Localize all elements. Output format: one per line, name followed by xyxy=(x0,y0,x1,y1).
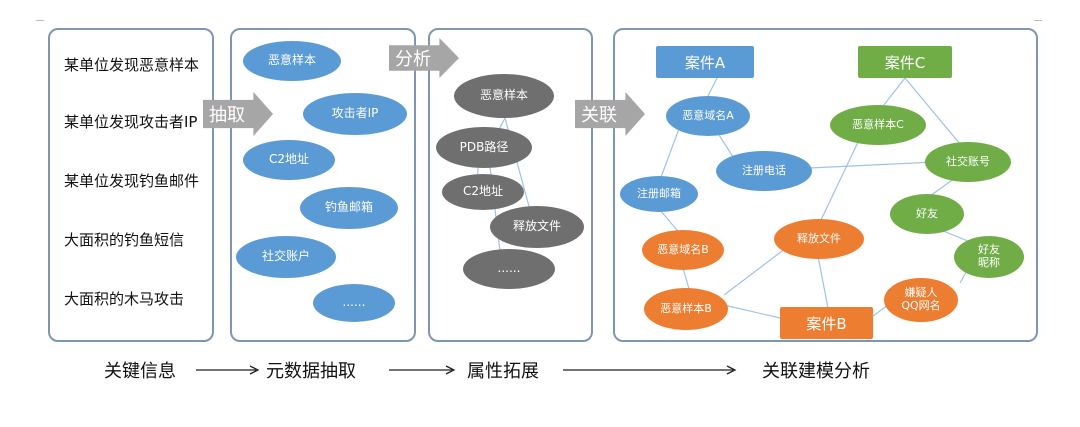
model-node-registration-phone: 注册电话 xyxy=(716,151,812,191)
attribute-node-more: ...... xyxy=(463,249,555,289)
info-item: 大面积的钓鱼短信 xyxy=(64,231,185,249)
case-c-box: 案件C xyxy=(858,46,952,78)
model-node-friend: 好友 xyxy=(890,194,964,234)
bottom-label-metadata-extraction: 元数据抽取 xyxy=(266,361,356,382)
metadata-node-social-account: 社交账户 xyxy=(236,236,336,278)
analyze-arrow-label: 分析 xyxy=(395,49,431,70)
model-node-malicious-domain-a: 恶意域名A xyxy=(666,96,750,136)
info-item: 大面积的木马攻击 xyxy=(64,290,185,308)
info-item: 某单位发现钓鱼邮件 xyxy=(64,172,200,190)
model-node-social-account: 社交账号 xyxy=(925,142,1011,182)
attribute-node-released-file: 释放文件 xyxy=(490,206,584,248)
extract-arrow-label: 抽取 xyxy=(209,105,245,126)
info-item: 某单位发现攻击者IP xyxy=(64,113,198,131)
corner-mark-right xyxy=(1034,20,1042,21)
case-b-box: 案件B xyxy=(780,307,873,339)
metadata-node-malware-sample: 恶意样本 xyxy=(243,41,341,81)
key-info-panel: 某单位发现恶意样本 某单位发现攻击者IP 某单位发现钓鱼邮件 大面积的钓鱼短信 … xyxy=(48,28,214,342)
attribute-node-malware-sample: 恶意样本 xyxy=(454,74,554,118)
model-node-released-file: 释放文件 xyxy=(774,219,864,259)
metadata-node-more: ...... xyxy=(313,284,395,322)
metadata-node-attacker-ip: 攻击者IP xyxy=(303,93,407,135)
model-node-malicious-domain-b: 恶意域名B xyxy=(642,230,724,270)
case-a-box: 案件A xyxy=(656,46,754,78)
model-node-registration-email: 注册邮箱 xyxy=(620,176,698,212)
metadata-node-c2-address: C2地址 xyxy=(243,140,335,180)
model-node-suspect-qq-name: 嫌疑人 QQ网名 xyxy=(884,278,958,322)
info-item: 某单位发现恶意样本 xyxy=(64,56,200,74)
attribute-node-c2-address: C2地址 xyxy=(442,174,524,210)
bottom-label-key-info: 关键信息 xyxy=(104,361,176,382)
model-node-malware-sample-b: 恶意样本B xyxy=(644,288,728,330)
model-node-friend-nickname: 好友 昵称 xyxy=(954,236,1024,278)
model-node-malware-sample-c: 恶意样本C xyxy=(830,105,926,145)
bottom-label-correlation-modeling: 关联建模分析 xyxy=(762,361,870,382)
bottom-label-attribute-expansion: 属性拓展 xyxy=(467,361,539,382)
corner-mark-left xyxy=(36,20,44,21)
correlate-arrow-label: 关联 xyxy=(581,105,617,126)
attribute-node-pdb-path: PDB路径 xyxy=(436,127,532,168)
metadata-node-phishing-email: 钓鱼邮箱 xyxy=(300,187,398,229)
